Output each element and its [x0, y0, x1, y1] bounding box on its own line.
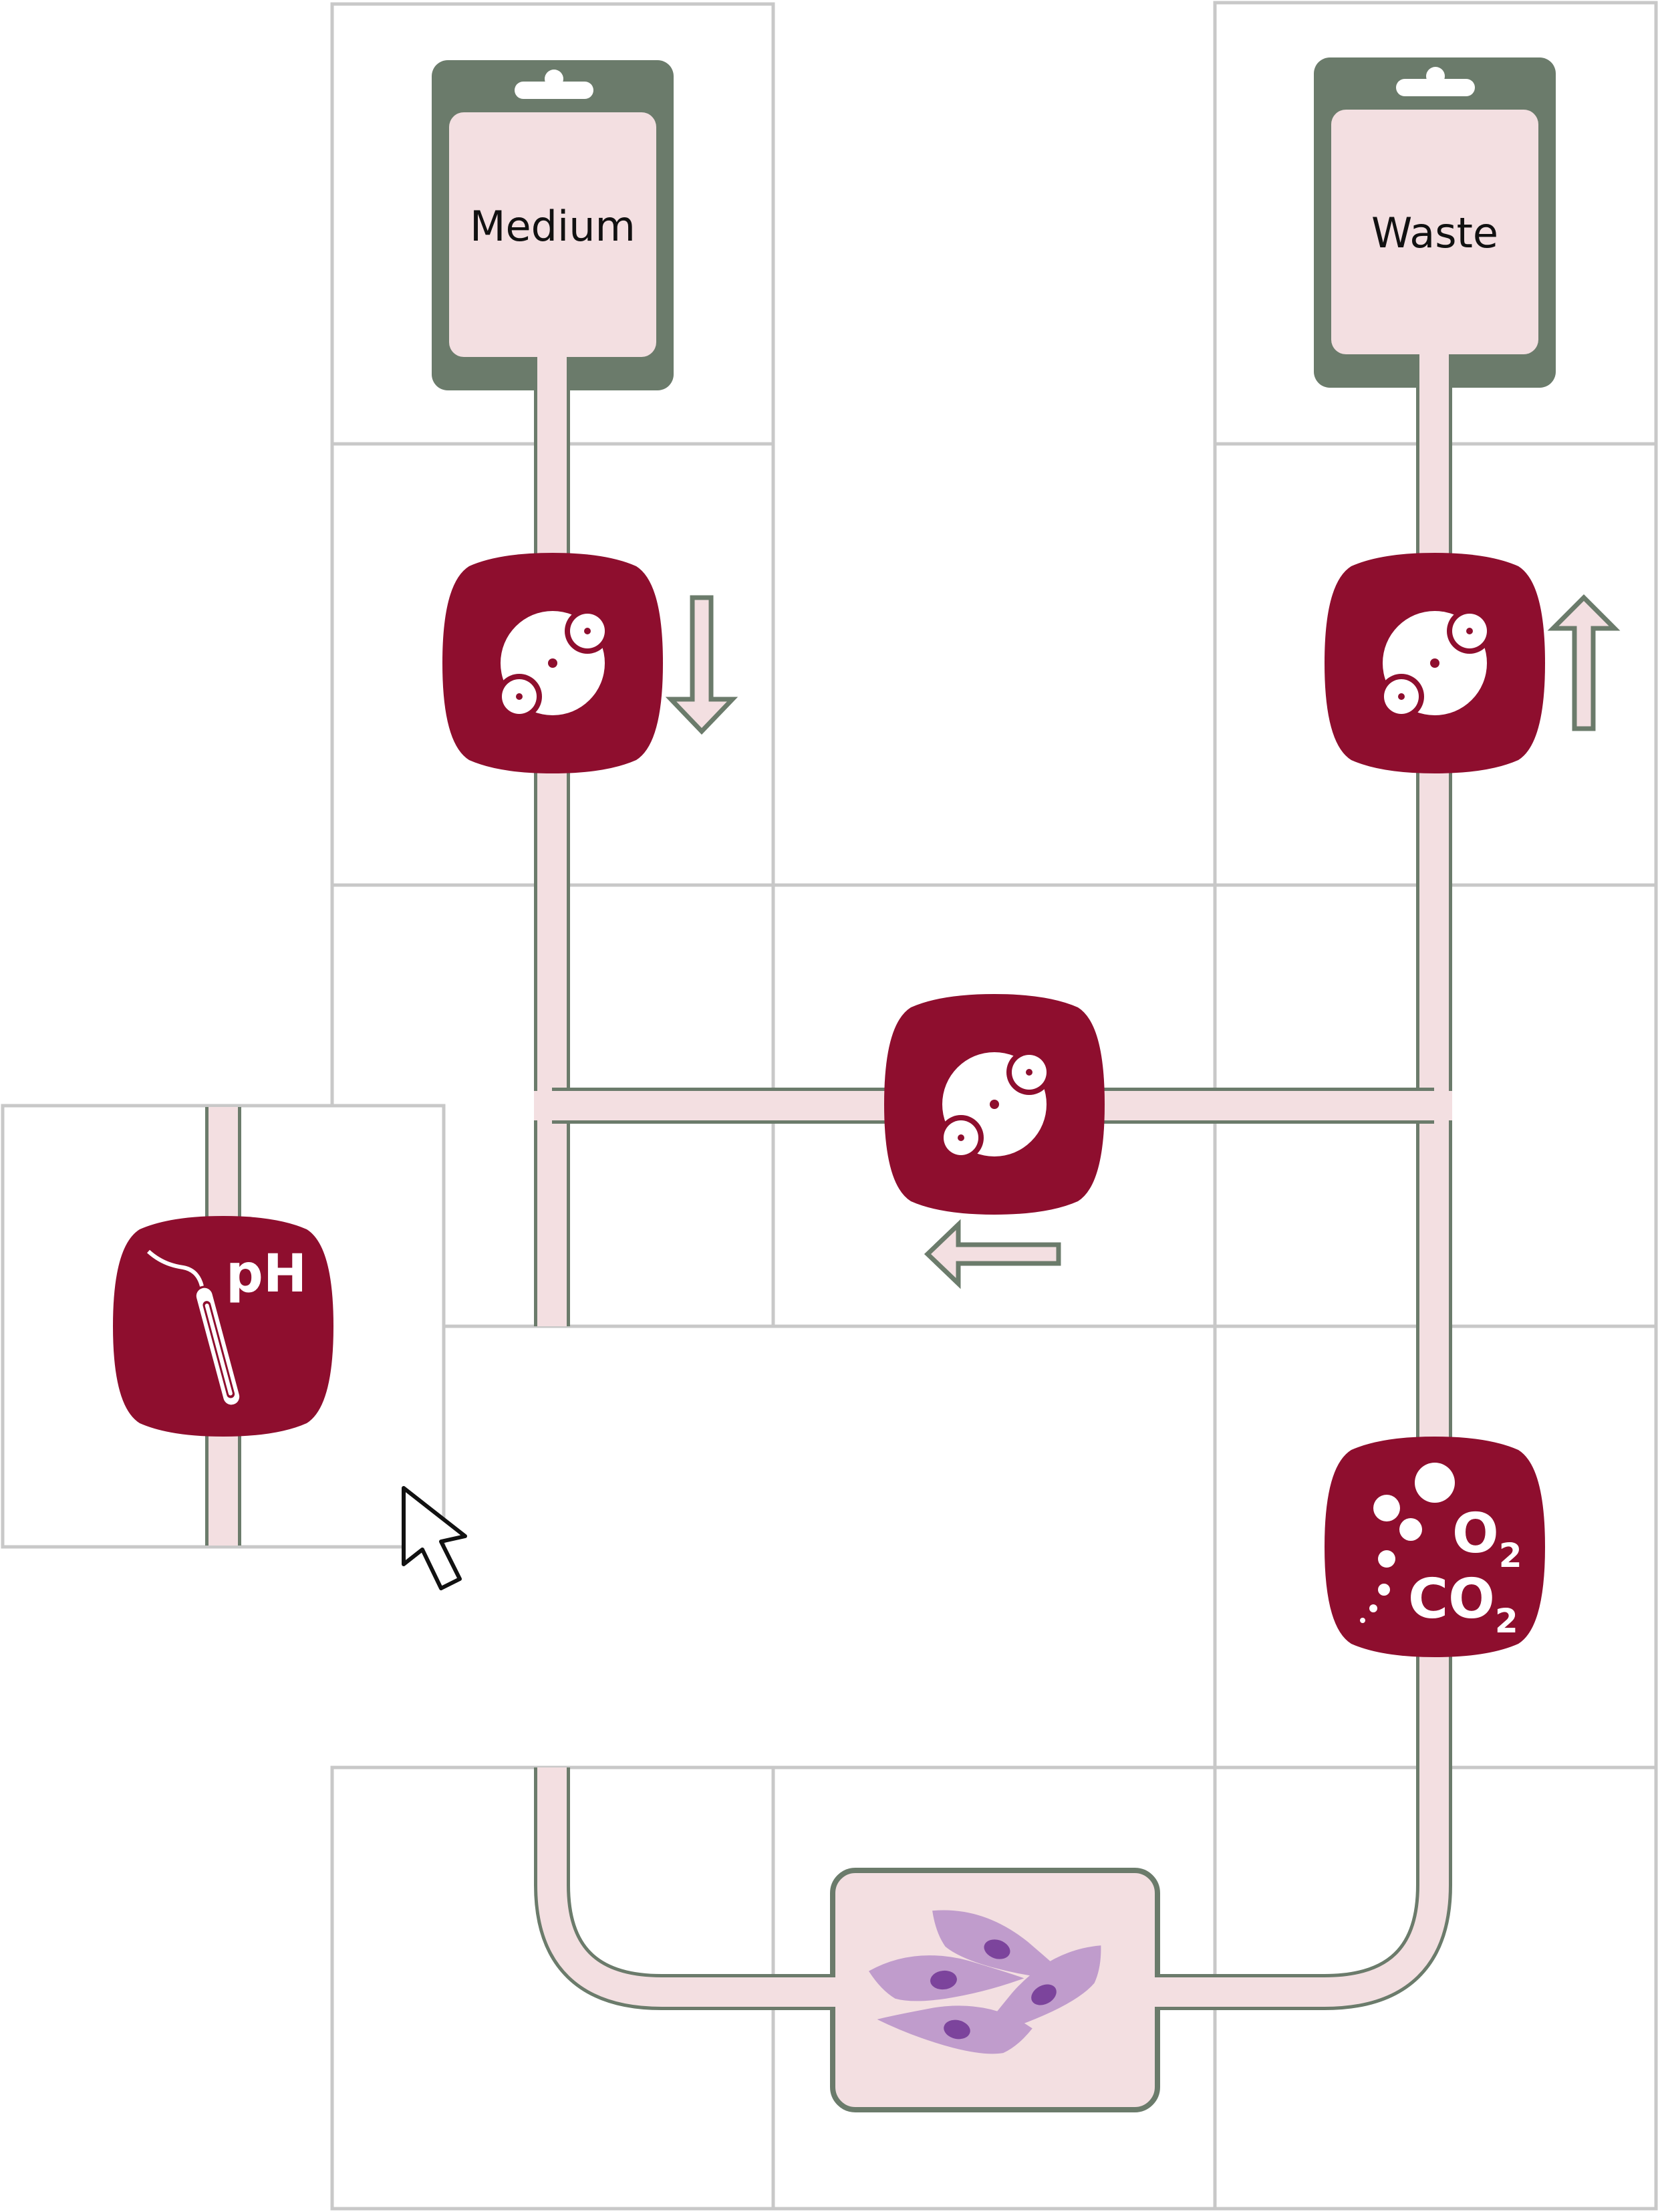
waste-label: Waste [1371, 209, 1498, 257]
waste-reservoir[interactable]: Waste [1314, 57, 1556, 401]
o2-label: O2 [1452, 1502, 1522, 1575]
bubbles-icon [1360, 1463, 1455, 1623]
flow-arrow-up [1547, 594, 1621, 731]
medium-label: Medium [470, 202, 636, 251]
ph-label: pH [226, 1244, 307, 1304]
ph-probe-icon [146, 1249, 240, 1405]
gas-exchanger[interactable]: O2 CO2 [1325, 1437, 1545, 1657]
ph-sensor: pH [113, 1216, 333, 1437]
ph-sensor-tile[interactable]: pH [1, 1104, 446, 1549]
recirculation-pump[interactable] [884, 994, 1105, 1215]
co2-label: CO2 [1408, 1568, 1518, 1640]
waste-pump[interactable] [1325, 553, 1545, 773]
mouse-cursor-icon [402, 1486, 467, 1590]
flow-arrow-down [665, 595, 738, 735]
flow-arrow-left [924, 1219, 1061, 1289]
medium-reservoir[interactable]: Medium [432, 60, 674, 401]
culture-chamber[interactable] [827, 1868, 1163, 2112]
medium-pump[interactable] [442, 553, 663, 773]
